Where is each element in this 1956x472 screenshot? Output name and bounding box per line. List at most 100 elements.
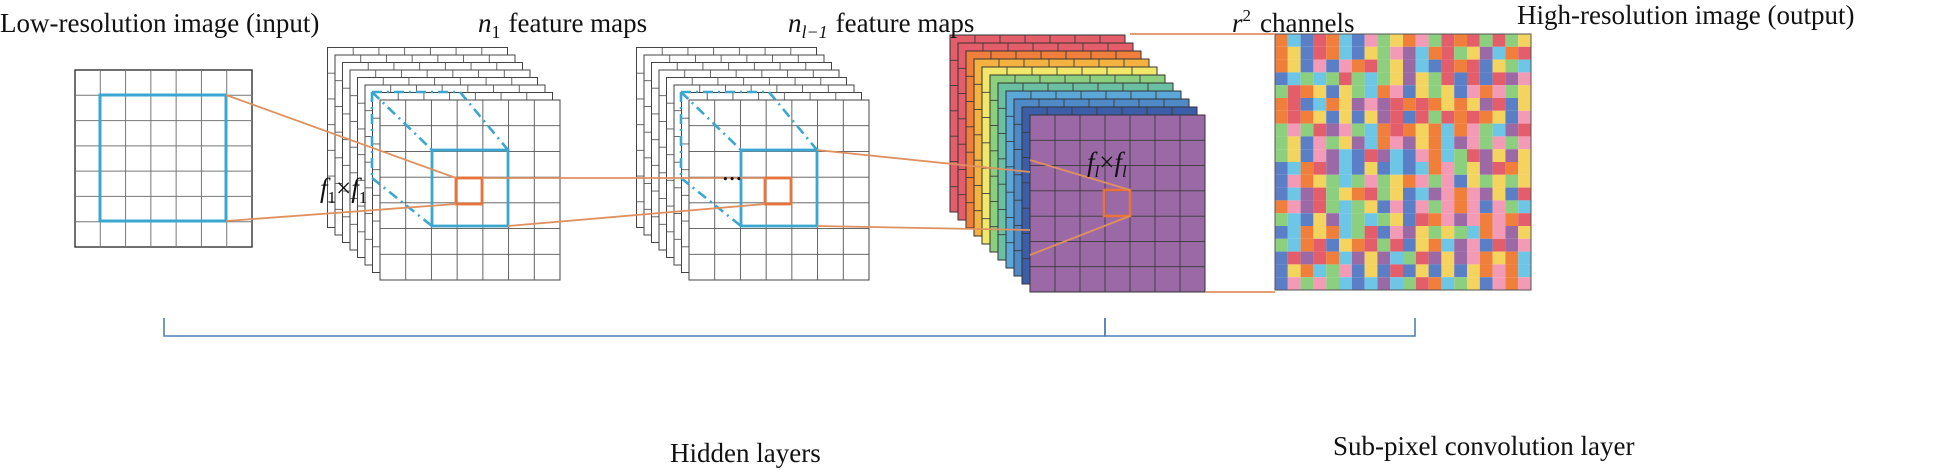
output-pixel bbox=[1300, 277, 1314, 290]
output-pixel bbox=[1300, 123, 1314, 137]
filter-size-l-label: fl×fl bbox=[1087, 147, 1127, 181]
output-pixel bbox=[1390, 238, 1403, 252]
output-pixel bbox=[1403, 187, 1416, 201]
output-pixel bbox=[1390, 85, 1403, 98]
filter-l-b: f bbox=[1114, 147, 1125, 177]
output-pixel bbox=[1479, 85, 1493, 98]
output-pixel bbox=[1467, 174, 1480, 188]
output-pixel bbox=[1364, 226, 1378, 239]
output-pixel bbox=[1390, 213, 1403, 226]
output-pixel bbox=[1326, 46, 1339, 60]
output-pixel bbox=[1287, 59, 1301, 73]
filter-1-b: f bbox=[351, 173, 362, 203]
output-pixel bbox=[1339, 226, 1352, 239]
output-pixel bbox=[1505, 187, 1519, 201]
output-pixel bbox=[1403, 264, 1416, 278]
output-pixel bbox=[1300, 110, 1314, 124]
output-pixel bbox=[1390, 136, 1403, 150]
output-pixel bbox=[1403, 174, 1416, 188]
output-pixel bbox=[1275, 59, 1288, 73]
output-pixel bbox=[1313, 85, 1327, 98]
output-pixel bbox=[1415, 238, 1429, 252]
output-pixel bbox=[1275, 251, 1288, 265]
output-pixel bbox=[1287, 226, 1301, 239]
output-pixel bbox=[1364, 187, 1378, 201]
output-pixel bbox=[1518, 149, 1531, 162]
output-pixel bbox=[1467, 46, 1480, 60]
output-pixel bbox=[1479, 200, 1493, 214]
output-pixel bbox=[1454, 72, 1467, 86]
output-pixel bbox=[1428, 251, 1442, 265]
output-pixel bbox=[1351, 162, 1365, 175]
output-pixel bbox=[1339, 59, 1352, 73]
output-pixel bbox=[1467, 200, 1480, 214]
fml-filter-projection bbox=[679, 90, 819, 228]
output-pixel bbox=[1313, 149, 1327, 162]
output-pixel bbox=[1275, 123, 1288, 137]
output-pixel bbox=[1390, 34, 1403, 47]
input-title: Low-resolution image (input) bbox=[0, 8, 319, 38]
output-pixel bbox=[1275, 136, 1288, 150]
output-pixel bbox=[1326, 123, 1339, 137]
output-pixel bbox=[1275, 264, 1288, 278]
output-pixel bbox=[1403, 251, 1416, 265]
output-pixel bbox=[1454, 264, 1467, 278]
output-pixel bbox=[1364, 251, 1378, 265]
output-pixel bbox=[1275, 238, 1288, 252]
output-pixel bbox=[1339, 123, 1352, 137]
output-pixel bbox=[1428, 264, 1442, 278]
output-pixel bbox=[1403, 136, 1416, 150]
output-pixel bbox=[1326, 149, 1339, 162]
output-pixel bbox=[1479, 110, 1493, 124]
output-pixel bbox=[1492, 149, 1506, 162]
output-pixel bbox=[1505, 123, 1519, 137]
output-pixel bbox=[1300, 149, 1314, 162]
output-pixel bbox=[1479, 98, 1493, 111]
output-pixel bbox=[1377, 34, 1391, 47]
output-pixel bbox=[1351, 238, 1365, 252]
output-pixel bbox=[1275, 226, 1288, 239]
output-pixel bbox=[1441, 238, 1455, 252]
output-pixel bbox=[1428, 136, 1442, 150]
output-pixel bbox=[1339, 264, 1352, 278]
output-pixel bbox=[1326, 110, 1339, 124]
output-pixel bbox=[1275, 200, 1288, 214]
output-pixel bbox=[1479, 149, 1493, 162]
feature-maps-1-subscript: 1 bbox=[492, 22, 501, 42]
output-pixel bbox=[1339, 34, 1352, 47]
output-pixel bbox=[1518, 34, 1531, 47]
output-pixel bbox=[1403, 162, 1416, 175]
input-filter-window bbox=[98, 93, 228, 223]
output-pixel bbox=[1339, 110, 1352, 124]
output-pixel bbox=[1415, 162, 1429, 175]
output-pixel bbox=[1377, 72, 1391, 86]
output-pixel bbox=[1390, 251, 1403, 265]
output-pixel bbox=[1492, 136, 1506, 150]
output-pixel bbox=[1403, 59, 1416, 73]
output-pixel bbox=[1454, 34, 1467, 47]
output-pixel bbox=[1326, 85, 1339, 98]
output-pixel bbox=[1364, 264, 1378, 278]
input-grid-frame bbox=[74, 69, 253, 248]
output-pixel bbox=[1428, 174, 1442, 188]
output-pixel bbox=[1377, 98, 1391, 111]
output-pixel bbox=[1287, 238, 1301, 252]
output-pixel bbox=[1428, 46, 1442, 60]
subpixel-layer-bracket bbox=[1104, 318, 1416, 337]
output-pixel bbox=[1300, 174, 1314, 188]
output-pixel bbox=[1351, 251, 1365, 265]
output-pixel bbox=[1351, 226, 1365, 239]
output-pixel bbox=[1326, 226, 1339, 239]
connector-line-7 bbox=[1029, 215, 1131, 256]
output-pixel bbox=[1364, 46, 1378, 60]
output-pixel bbox=[1364, 238, 1378, 252]
output-pixel bbox=[1287, 187, 1301, 201]
output-pixel bbox=[1403, 34, 1416, 47]
output-pixel bbox=[1492, 200, 1506, 214]
output-pixel bbox=[1441, 251, 1455, 265]
output-pixel bbox=[1275, 72, 1288, 86]
output-pixel bbox=[1467, 187, 1480, 201]
output-pixel bbox=[1479, 46, 1493, 60]
